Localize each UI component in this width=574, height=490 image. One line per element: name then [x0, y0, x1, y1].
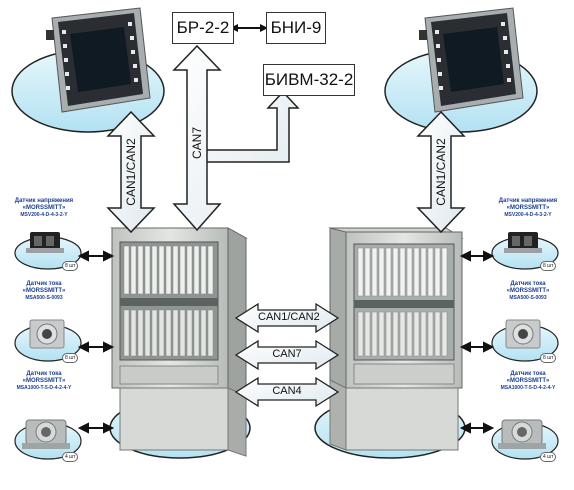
right-cabinet	[328, 227, 464, 451]
can7-arrow	[172, 44, 300, 232]
left-sensor-links	[77, 250, 115, 434]
right-current1-qty: 8 шт	[540, 353, 557, 363]
right-can12-label: CAN1/CAN2	[434, 138, 448, 206]
left-current2-caption: Датчик тока «MORSSMITT» MSA1000-T-5-D-4-…	[16, 371, 72, 391]
right-current2-qty: 4 шт	[540, 452, 557, 462]
left-current2-qty: 4 шт	[62, 452, 79, 462]
right-sensor-links	[459, 250, 495, 434]
right-current2-caption: Датчик тока «MORSSMITT» MSA1000-T-5-D-4-…	[500, 371, 556, 391]
left-current-sensor-icon	[29, 319, 65, 349]
br-block: БР-2-2	[172, 12, 234, 44]
right-can12-arrow	[416, 110, 466, 234]
left-current1-caption: Датчик тока «MORSSMITT» MSA500-S-0093	[22, 281, 66, 301]
bivm-block: БИВМ-32-2	[263, 64, 355, 96]
left-current-sensor-large-icon	[22, 419, 70, 449]
mid-can4-arrow	[234, 376, 340, 408]
left-monitor	[46, 7, 151, 113]
can7-vertical-label: CAN7	[190, 127, 204, 160]
right-voltage-sensor-icon	[504, 232, 542, 253]
mid-can4-label: CAN4	[272, 385, 302, 397]
mid-can12-arrow	[234, 302, 340, 334]
mid-can12-label: CAN1/CAN2	[258, 311, 320, 323]
right-current1-caption: Датчик тока «MORSSMITT» MSA500-S-0093	[506, 281, 550, 301]
left-cabinet	[110, 227, 248, 457]
left-voltage-qty: 8 шт	[62, 261, 79, 271]
mid-can7-label: CAN7	[272, 348, 302, 360]
left-can12-label: CAN1/CAN2	[124, 138, 138, 206]
right-monitor	[419, 7, 524, 113]
left-voltage-sensor-icon	[26, 232, 64, 253]
bni-block: БНИ-9	[266, 12, 326, 44]
left-voltage-caption: Датчик напряжения «MORSSMITT» MSV200-4-D…	[14, 198, 74, 218]
left-can12-arrow	[106, 110, 156, 234]
left-current1-qty: 8 шт	[62, 353, 79, 363]
br-bni-link	[230, 24, 268, 32]
right-current-sensor-icon	[505, 319, 541, 349]
right-current-sensor-large-icon	[498, 419, 546, 449]
mid-can7-arrow	[234, 339, 340, 371]
right-voltage-caption: Датчик напряжения «MORSSMITT» MSV200-4-D…	[498, 198, 558, 218]
right-voltage-qty: 8 шт	[540, 261, 557, 271]
